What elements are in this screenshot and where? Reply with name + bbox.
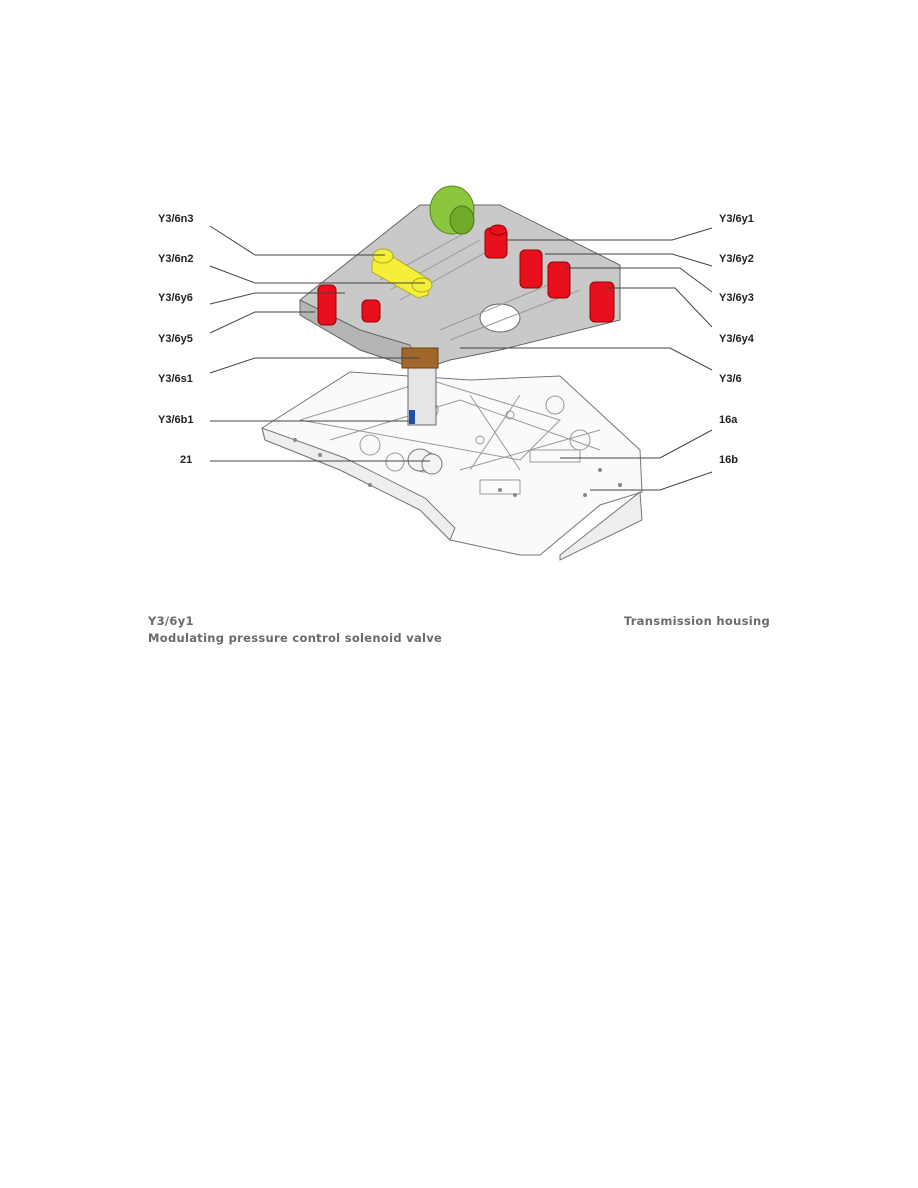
callout-label: Y3/6n3 <box>158 213 194 225</box>
callout-label: Y3/6 <box>719 373 742 385</box>
callout-label: Y3/6y2 <box>719 253 754 265</box>
callout-label: 16a <box>719 414 738 426</box>
electrical-connector <box>429 185 475 235</box>
callout-label: 21 <box>180 454 193 466</box>
valve-body-diagram <box>209 185 713 561</box>
speed-sensors-n2-n3 <box>371 248 433 299</box>
callout-label: Y3/6n2 <box>158 253 194 265</box>
callout-label: Y3/6y5 <box>158 333 193 345</box>
sensor-b1 <box>409 410 415 424</box>
valve-21 <box>407 448 443 475</box>
callout-label: Y3/6s1 <box>158 373 193 385</box>
solenoid-valves <box>317 224 615 326</box>
callout-label: 16b <box>719 454 738 466</box>
callout-label: Y3/6b1 <box>158 414 194 426</box>
caption-description: Modulating pressure control solenoid val… <box>148 631 443 645</box>
leader-lines <box>209 225 713 491</box>
caption-code: Y3/6y1 <box>148 614 194 628</box>
callout-label: Y3/6y4 <box>719 333 754 345</box>
callout-label: Y3/6y3 <box>719 292 754 304</box>
caption-section: Transmission housing <box>623 614 770 628</box>
callout-label: Y3/6y6 <box>158 292 193 304</box>
upper-solenoid-plate <box>299 204 621 426</box>
callout-label: Y3/6y1 <box>719 213 754 225</box>
lower-valve-housing <box>261 371 643 561</box>
